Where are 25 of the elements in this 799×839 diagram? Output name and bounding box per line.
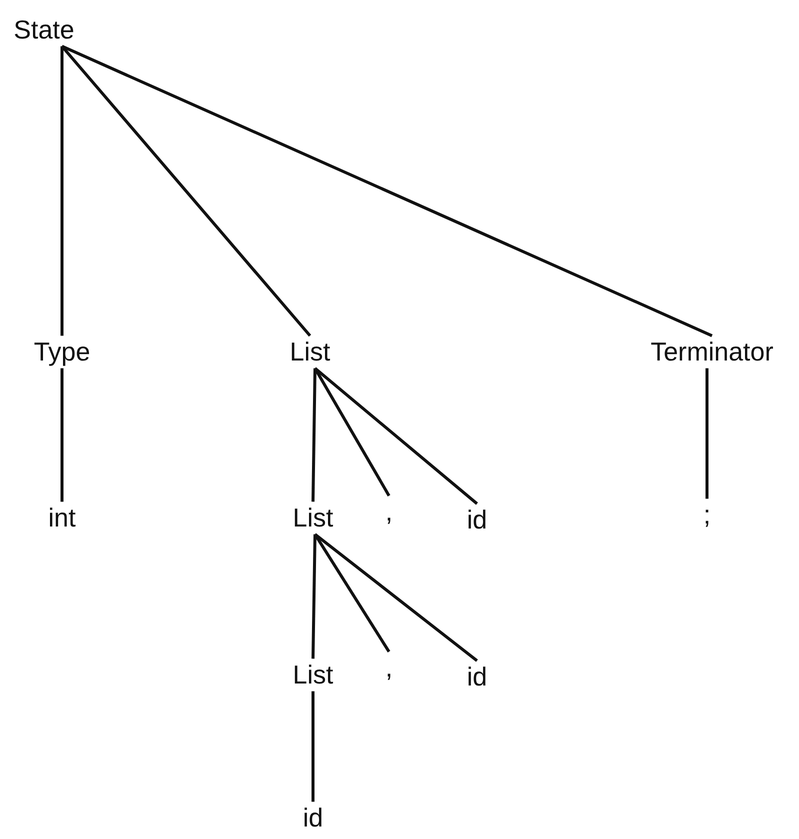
tree-node-label: Type <box>34 338 90 366</box>
tree-branch-line <box>314 533 478 662</box>
tree-node-label: Terminator <box>650 338 774 366</box>
tree-branch-line <box>312 534 316 659</box>
tree-branch-line <box>60 45 312 337</box>
tree-branch-line <box>60 46 64 336</box>
tree-branch-line <box>312 691 314 802</box>
tree-branch-line <box>314 534 390 652</box>
tree-node-label: , <box>385 498 393 526</box>
tree-branch-line <box>314 367 478 505</box>
tree-branch-line <box>314 368 390 496</box>
tree-node-label: id <box>466 662 488 692</box>
tree-node-label: int <box>48 504 76 532</box>
tree-node-label: ; <box>703 500 711 530</box>
tree-node-label: State <box>14 16 74 44</box>
tree-node-label: , <box>385 654 393 682</box>
tree-node-label: id <box>302 804 324 832</box>
tree-branch-line <box>60 368 64 502</box>
tree-branch-line <box>706 368 708 499</box>
tree-branch-line <box>312 368 316 502</box>
tree-node-label: List <box>292 504 334 532</box>
tree-node-label: List <box>290 338 330 366</box>
tree-node-label: id <box>466 506 488 534</box>
tree-node-label: List <box>292 660 334 690</box>
tree-branch-line <box>61 44 713 338</box>
